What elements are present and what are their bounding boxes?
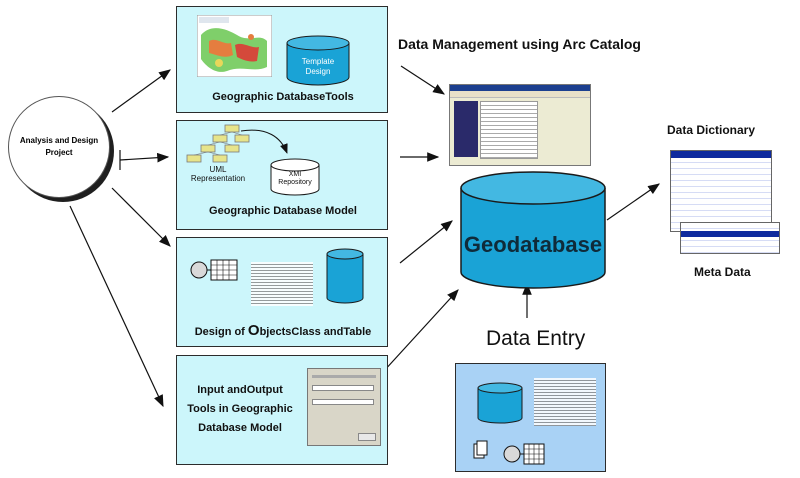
entry-document-thumbnail	[534, 378, 596, 426]
panel-input-output-tools: Input andOutput Tools in Geographic Data…	[176, 355, 388, 465]
io-dialog-thumbnail	[307, 368, 381, 446]
panel-objects-caption: Design of ObjectsClass andTable	[177, 322, 389, 339]
arc-catalog-label: Data Management using Arc Catalog	[398, 36, 641, 52]
geodatabase-label: Geodatabase	[463, 232, 603, 257]
object-class-icon	[190, 259, 238, 281]
arrow-geodb-to-dictionary	[606, 183, 660, 221]
uml-to-xmi-arrow	[240, 129, 288, 154]
template-design-cylinder	[286, 35, 350, 86]
objects-caption-part1: Design of	[194, 326, 248, 338]
uml-diagram-icon	[186, 124, 250, 163]
data-dictionary-table	[670, 150, 772, 232]
meta-data-label: Meta Data	[694, 265, 751, 279]
arrow-to-model	[119, 152, 170, 163]
uml-label-line2: Representation	[190, 174, 246, 183]
table-cylinder	[326, 248, 364, 304]
template-design-label: Template Design	[285, 57, 351, 77]
xmi-label-line1: XMI	[288, 171, 302, 178]
objects-caption-initial: O	[247, 322, 260, 339]
geodatabase-cylinder	[460, 171, 606, 289]
meta-data-table	[680, 222, 780, 254]
panel-model-caption: Geographic Database Model	[209, 205, 357, 217]
project-circle: Analysis and Design Project	[8, 96, 110, 198]
project-label-line2: Project	[45, 148, 73, 157]
io-caption-line1: Input andOutput	[197, 384, 283, 396]
arrow-objects-to-geodb	[399, 220, 453, 264]
design-document-thumbnail	[251, 262, 313, 306]
map-thumbnail	[197, 15, 272, 77]
template-label-line1: Template	[301, 57, 335, 66]
arrow-to-io	[69, 205, 164, 408]
arc-catalog-screenshot	[449, 84, 591, 166]
arrow-to-tools	[111, 69, 171, 113]
uml-label-line1: UML	[209, 165, 227, 174]
project-label-line1: Analysis and Design	[19, 136, 99, 145]
xmi-repository-cylinder	[270, 158, 320, 196]
io-caption: Input andOutput Tools in Geographic Data…	[181, 381, 299, 438]
data-dictionary-label: Data Dictionary	[667, 123, 756, 137]
panel-tools-caption: Geographic DatabaseTools	[212, 91, 354, 103]
arrow-io-to-geodb	[382, 289, 459, 373]
panel-geographic-database-tools: Template Design Geographic DatabaseTools	[176, 6, 388, 113]
template-label-line2: Design	[305, 67, 331, 76]
entry-database-cylinder	[477, 382, 523, 424]
data-entry-label: Data Entry	[486, 327, 586, 350]
panel-geographic-database-model: UML Representation XMI Repository Geogra…	[176, 120, 388, 230]
io-caption-line2: Tools in Geographic	[187, 403, 293, 415]
arrow-tools-to-catalog	[400, 65, 446, 95]
data-entry-panel	[455, 363, 606, 472]
io-caption-line3: Database Model	[198, 422, 282, 434]
uml-label: UML Representation	[183, 165, 253, 183]
xmi-label: XMI Repository	[269, 171, 321, 187]
objects-caption-part2: bjectsClass andTable	[259, 326, 372, 338]
xmi-label-line2: Repository	[278, 179, 312, 186]
arrow-to-objects	[111, 187, 171, 247]
panel-objects-class-table: Design of ObjectsClass andTable	[176, 237, 388, 347]
entry-object-icons	[473, 440, 545, 465]
